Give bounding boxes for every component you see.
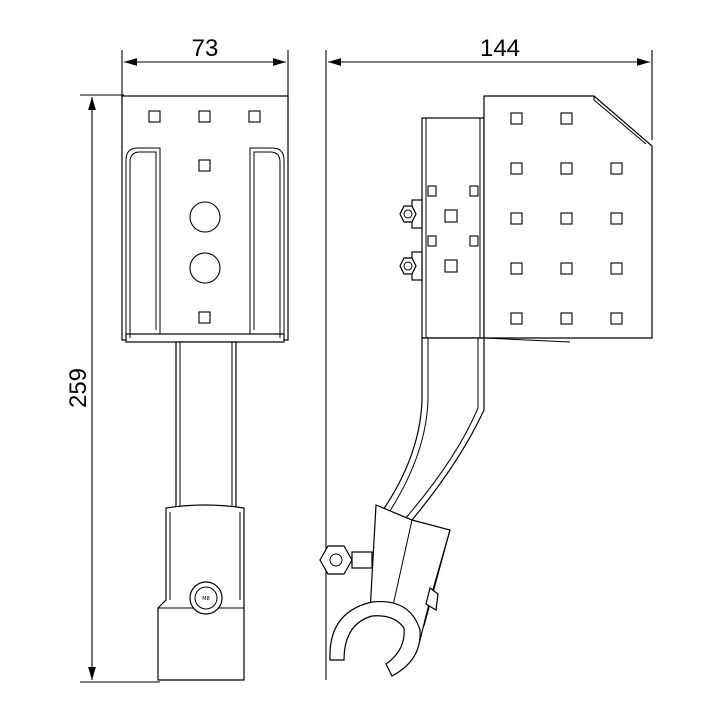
tube-inner-edge (403, 338, 479, 521)
dimension-label-144: 144 (480, 35, 520, 62)
hex-nut (399, 257, 417, 275)
square-hole (510, 262, 523, 275)
small-hole (469, 185, 479, 197)
front-bolt-washer (194, 586, 218, 610)
platform-chamfer (593, 96, 647, 145)
dimension-label-259: 259 (65, 368, 92, 408)
square-hole (444, 209, 458, 223)
square-hole (198, 159, 211, 172)
small-hole (469, 235, 479, 247)
front-bottom-flange (125, 333, 285, 343)
front-upper-tube (175, 341, 237, 519)
front-right-flange (249, 147, 285, 342)
round-hole (189, 201, 221, 233)
square-hole (610, 162, 623, 175)
round-hole (189, 252, 221, 284)
front-left-flange-inner (129, 151, 157, 338)
bolt-marking: M8 (202, 596, 210, 602)
clamp-nut-face (329, 553, 343, 567)
clamp-nut (319, 545, 353, 575)
clamp-split (391, 519, 413, 611)
square-hole (560, 312, 573, 325)
platform-hole-grid (510, 112, 623, 325)
dimension-height: 259 (65, 94, 160, 683)
side-mount-plate (421, 117, 485, 339)
tube-inner-edge (383, 338, 429, 521)
square-hole (560, 162, 573, 175)
square-hole (510, 212, 523, 225)
front-left-flange (125, 147, 161, 342)
dimension-width-side: 144 (325, 35, 653, 680)
square-hole (510, 112, 523, 125)
square-hole (560, 212, 573, 225)
square-hole (510, 312, 523, 325)
nut-dome (403, 209, 413, 219)
clamp-split (423, 529, 451, 627)
platform-bottom-edge (483, 337, 571, 343)
hex-nut (399, 205, 417, 223)
front-right-flange-inner (253, 151, 281, 338)
square-hole (610, 312, 623, 325)
square-hole (510, 162, 523, 175)
square-hole (444, 259, 458, 273)
front-view: M8 (121, 95, 289, 681)
square-hole (610, 262, 623, 275)
small-hole (427, 235, 437, 247)
clamp-ring (329, 600, 421, 677)
square-hole (560, 112, 573, 125)
square-hole (248, 110, 261, 123)
small-hole (427, 185, 437, 197)
dimension-width-front: 73 (121, 35, 289, 100)
clamp-bolt-shank (351, 551, 373, 569)
square-hole (560, 262, 573, 275)
nut-dome (403, 261, 413, 271)
mount-hole-grid (427, 185, 479, 273)
square-hole (198, 311, 211, 324)
side-view (319, 95, 653, 677)
square-hole (198, 110, 211, 123)
dimension-label-73: 73 (192, 35, 219, 62)
square-hole (610, 212, 623, 225)
clamp-bolt-head (425, 586, 439, 611)
square-hole (148, 110, 161, 123)
